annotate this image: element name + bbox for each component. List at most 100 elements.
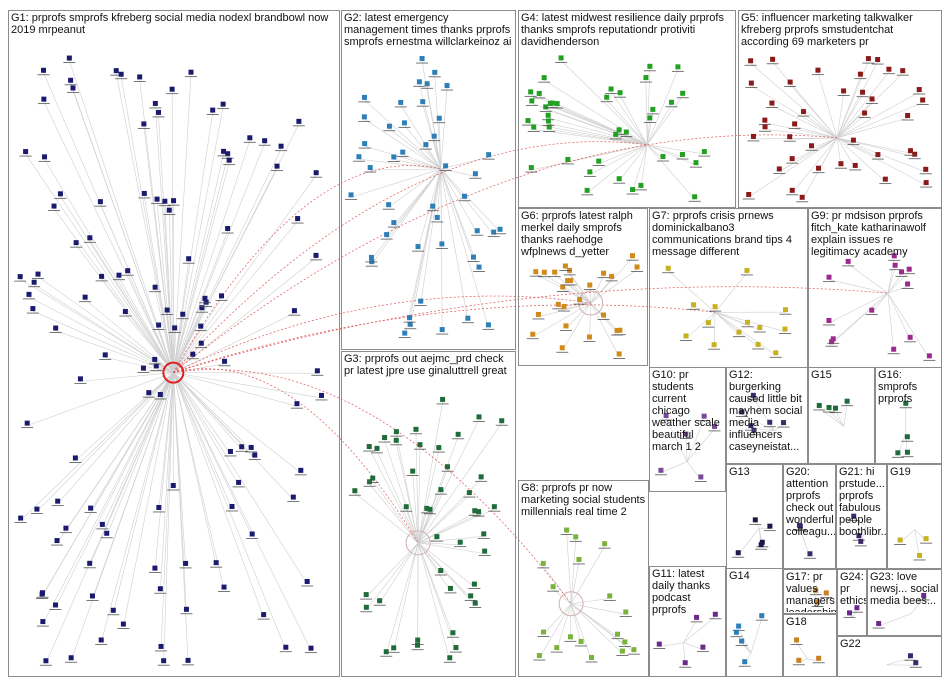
edge: [173, 372, 239, 486]
edge: [686, 418, 705, 462]
vertex-node: [665, 99, 678, 108]
vertex-node: [858, 110, 871, 118]
vertex-node: [862, 56, 875, 64]
edge: [371, 168, 442, 265]
edge: [80, 372, 174, 382]
edge: [685, 436, 688, 462]
edge: [160, 372, 174, 592]
edge: [173, 300, 206, 373]
edge: [835, 410, 845, 427]
group-box-g2: G2: latest emergency management times th…: [341, 10, 516, 350]
vertex-node: [698, 413, 711, 422]
edge: [25, 153, 174, 373]
vertex-node: [558, 304, 571, 312]
vertex-node: [95, 273, 108, 282]
vertex-node: [811, 67, 824, 76]
edge: [647, 144, 705, 155]
vertex-node: [872, 621, 885, 629]
edge: [158, 114, 174, 373]
vertex-node: [248, 452, 261, 460]
vertex-node: [444, 585, 457, 594]
vertex-node: [217, 101, 230, 110]
edge: [37, 276, 174, 373]
edge: [646, 68, 651, 145]
edge: [173, 372, 322, 399]
edge: [75, 244, 174, 373]
vertex-node: [258, 138, 271, 146]
edge: [55, 330, 174, 373]
edge: [570, 561, 580, 604]
vertex-node: [891, 450, 904, 458]
edge: [843, 403, 848, 427]
group-box-g15: G15: [808, 367, 875, 464]
edge: [565, 268, 591, 304]
vertex-node: [458, 193, 471, 202]
vertex-node: [163, 207, 176, 216]
vertex-node: [482, 322, 495, 330]
vertex-node: [95, 637, 108, 645]
vertex-node: [901, 434, 914, 442]
vertex-node: [812, 165, 825, 174]
group-box-g4: G4: latest midwest resilience daily prpr…: [518, 10, 736, 208]
edge: [545, 109, 648, 146]
vertex-node: [223, 157, 236, 166]
vertex-node: [311, 368, 324, 376]
vertex-node: [745, 80, 758, 88]
vertex-node: [613, 327, 626, 336]
vertex-node: [854, 71, 867, 80]
vertex-node: [54, 191, 67, 199]
vertex-node: [616, 648, 629, 656]
edge: [853, 518, 867, 527]
edge: [570, 603, 592, 661]
vertex-node: [151, 196, 164, 205]
edge: [173, 372, 264, 618]
edge: [570, 603, 618, 637]
vertex-node: [348, 488, 361, 496]
edge: [173, 372, 301, 474]
vertex-node: [471, 228, 484, 236]
edge: [753, 397, 775, 431]
edge: [828, 292, 888, 324]
vertex-node: [472, 509, 485, 517]
vertex-node: [387, 220, 400, 228]
vertex-node: [96, 521, 109, 530]
edge: [774, 424, 784, 431]
vertex-node: [793, 522, 806, 531]
vertex-node: [842, 258, 855, 267]
edge: [421, 60, 442, 170]
group-box-g8: G8: prprofs pr now marketing social stud…: [518, 480, 649, 677]
edge: [417, 542, 457, 651]
vertex-node: [735, 409, 748, 417]
edge: [125, 313, 174, 373]
vertex-node: [363, 479, 376, 487]
vertex-node: [626, 253, 639, 261]
vertex-node: [477, 531, 490, 539]
edge: [393, 542, 419, 651]
edge: [737, 527, 760, 556]
vertex-node: [494, 226, 507, 235]
vertex-node: [275, 143, 288, 152]
edge: [563, 302, 591, 310]
edge: [683, 619, 697, 643]
vertex-node: [741, 319, 754, 328]
vertex-node: [732, 550, 745, 558]
edge: [112, 372, 174, 613]
edge: [544, 79, 648, 146]
edge: [619, 95, 648, 145]
vertex-node: [887, 346, 900, 355]
edge: [440, 168, 469, 321]
vertex-node: [909, 660, 922, 668]
vertex-node: [813, 402, 826, 411]
vertex-node: [315, 392, 328, 401]
vertex-node: [709, 304, 722, 312]
vertex-node: [414, 298, 427, 307]
vertex-node: [620, 129, 633, 137]
vertex-node: [823, 405, 836, 413]
vertex-node: [904, 334, 917, 343]
vertex-node: [436, 396, 449, 405]
vertex-node: [48, 203, 61, 211]
vertex-node: [827, 336, 840, 344]
vertex-node: [702, 320, 715, 328]
vertex-node: [732, 329, 745, 338]
edge: [417, 542, 419, 648]
